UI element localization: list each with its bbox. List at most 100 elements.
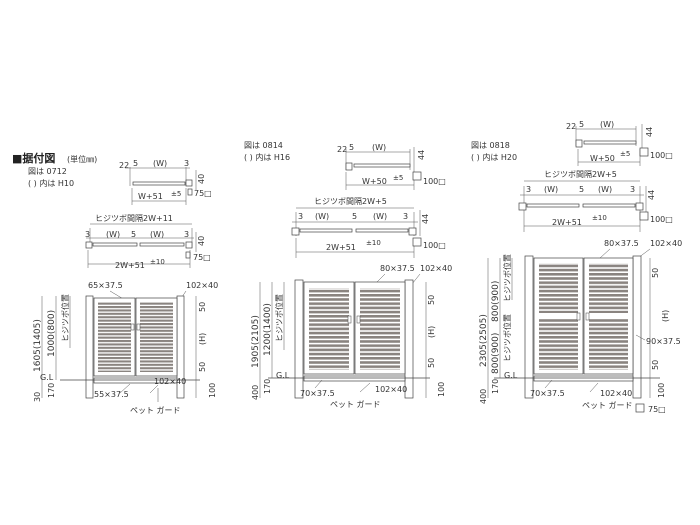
fig3-pb-width: 2W+51 xyxy=(552,218,582,227)
fig2-pt-tol: ±5 xyxy=(393,174,403,182)
fig3-h-hinge2: 800(900) xyxy=(491,333,501,374)
fig3-pb-a: 3 xyxy=(526,185,531,194)
fig2-pitch: ヒジツボ間隔2W+5 xyxy=(314,197,387,206)
fig3-plan-top: 22 5 (W) 44 W+50 ±5 100□ xyxy=(566,120,673,166)
fig1-ref: 図は 0712 xyxy=(28,167,67,176)
fig3-pet-guard: ペット ガード xyxy=(582,400,633,410)
fig2-bot-post: 102×40 xyxy=(375,385,407,394)
fig2-hinge-pos: ヒジツボ位置 xyxy=(274,294,284,342)
fig1-bot-beam: 55×37.5 xyxy=(94,390,129,399)
fig3-d50b: 50 xyxy=(651,360,660,370)
fig3-hinge-pos: ヒジツボ位置 xyxy=(502,254,512,302)
fig2-left-post xyxy=(294,279,304,399)
fig3-pt-b: 5 xyxy=(579,120,584,129)
fig2-pet-guard: ペット ガード xyxy=(330,399,381,409)
fig1-pet-guard: ペット ガード xyxy=(130,405,181,415)
fig3-pt-post: 100□ xyxy=(650,151,673,160)
fig1-bot-post: 102×40 xyxy=(154,377,186,386)
fig1-alt: ( ) 内は H10 xyxy=(28,178,74,188)
fig3-plan-bottom: 3 (W) 5 (W) 3 44 2W+51 ±10 100□ xyxy=(518,180,673,232)
fig2-alt: ( ) 内は H16 xyxy=(244,152,290,162)
fig3-hinge-pos2: ヒジツボ位置 xyxy=(502,314,512,362)
fig2-pt-width: W+50 xyxy=(362,177,387,186)
fig3-d100: 100 xyxy=(657,383,666,398)
fig3-pb-e: 3 xyxy=(630,185,635,194)
fig2-pb-b: (W) xyxy=(315,212,329,221)
fig3-pb-height: 44 xyxy=(647,190,656,200)
fig1-plan-top: 22 5 (W) 3 40 W+51 ±5 75□ xyxy=(119,159,212,205)
fig1-pt-c: (W) xyxy=(153,159,167,168)
fig1-pb-d: (W) xyxy=(150,230,164,239)
fig2-right-post xyxy=(404,279,414,399)
fig3-bot-beam: 70×37.5 xyxy=(530,389,565,398)
fig1-d50a: 50 xyxy=(198,302,207,312)
fig3-pb-d: (W) xyxy=(598,185,612,194)
fig2-bot-beam: 70×37.5 xyxy=(300,389,335,398)
fig1-elevation: 65×37.5 102×40 1605(1405) 1000(800) ヒジツボ… xyxy=(33,281,218,415)
fig1-d170: 170 xyxy=(47,383,56,398)
fig3-pt-height: 44 xyxy=(645,127,654,137)
fig1-pb-e: 3 xyxy=(184,230,189,239)
fig2-pb-d: (W) xyxy=(373,212,387,221)
fig1-d100: 100 xyxy=(208,383,217,398)
fig2-top-post: 102×40 xyxy=(420,264,452,273)
fig2-plan-bottom: 3 (W) 5 (W) 3 44 2W+51 ±10 100□ xyxy=(291,207,446,258)
heading-unit: (単位㎜) xyxy=(67,154,97,164)
fig2-d400: 400 xyxy=(251,385,260,400)
fig2-top-beam: 80×37.5 xyxy=(380,264,415,273)
fig3-alt: ( ) 内は H20 xyxy=(471,152,517,162)
fig3-pb-tol: ±10 xyxy=(592,214,607,222)
fig1-pt-width: W+51 xyxy=(138,192,163,201)
figure-0818: 図は 0818 ( ) 内は H20 22 5 (W) 44 W+50 ±5 1… xyxy=(471,120,682,414)
fig2-pb-width: 2W+51 xyxy=(326,243,356,252)
fig1-h-total: 1605(1405) xyxy=(33,319,43,372)
fig2-pt-post: 100□ xyxy=(423,177,446,186)
fig1-pt-post: 75□ xyxy=(194,189,212,198)
fig1-pb-a: 3 xyxy=(85,230,90,239)
fig1-top-beam: 65×37.5 xyxy=(88,281,123,290)
fig3-pt-width: W+50 xyxy=(590,154,615,163)
fig1-h: (H) xyxy=(198,333,207,345)
fig2-d170: 170 xyxy=(263,379,272,394)
fig3-d400: 400 xyxy=(479,389,488,404)
fig3-pb-b: (W) xyxy=(544,185,558,194)
fig3-h-total: 2305(2505) xyxy=(479,314,489,367)
fig1-pb-width: 2W+51 xyxy=(115,261,145,270)
fig2-d50a: 50 xyxy=(427,295,436,305)
fig3-pb-post: 100□ xyxy=(650,215,673,224)
fig1-pt-tol: ±5 xyxy=(171,190,181,198)
fig1-gl: G.L xyxy=(40,373,54,382)
fig2-pb-height: 44 xyxy=(421,214,430,224)
fig1-pb-height: 40 xyxy=(197,236,206,246)
fig2-h: (H) xyxy=(427,326,436,338)
heading-title: ■据付図 xyxy=(12,151,55,165)
fig3-h-hinge: 800(900) xyxy=(491,281,501,322)
fig2-h-hinge: 1200(1400) xyxy=(263,303,273,356)
fig3-elevation: 80×37.5 102×40 2305(2505) 800(900) 800(9… xyxy=(479,239,682,414)
figure-0712: 図は 0712 ( ) 内は H10 22 5 (W) 3 40 W+51 ±5… xyxy=(28,159,218,415)
fig1-pt-d: 3 xyxy=(184,159,189,168)
fig3-pt-tol: ±5 xyxy=(620,150,630,158)
fig3-d170: 170 xyxy=(491,379,500,394)
fig1-plan-bottom: 3 (W) 5 (W) 3 40 2W+51 ±10 75□ xyxy=(85,223,211,270)
fig2-pt-b: 5 xyxy=(349,143,354,152)
fig1-hinge-pos: ヒジツボ位置 xyxy=(60,294,70,342)
fig2-pb-e: 3 xyxy=(403,212,408,221)
fig1-d50b: 50 xyxy=(198,362,207,372)
fig1-pb-post: 75□ xyxy=(193,253,211,262)
fig2-d50b: 50 xyxy=(427,358,436,368)
fig3-mid: 90×37.5 xyxy=(646,337,681,346)
fig3-right-post xyxy=(632,255,642,399)
fig3-pt-a: 22 xyxy=(566,122,576,131)
fig3-post: 75□ xyxy=(648,405,666,414)
fig3-pb-c: 5 xyxy=(579,185,584,194)
fig1-pb-tol: ±10 xyxy=(150,258,165,266)
fig3-pitch: ヒジツボ間隔2W+5 xyxy=(544,170,617,179)
fig2-plan-top: 22 5 (W) 44 W+50 ±5 100□ xyxy=(337,143,446,190)
figure-0814: 図は 0814 ( ) 内は H16 22 5 (W) 44 W+50 ±5 1… xyxy=(244,141,452,409)
fig3-d50a: 50 xyxy=(651,268,660,278)
fig2-pb-a: 3 xyxy=(298,212,303,221)
fig3-gl: G.L xyxy=(504,371,518,380)
fig3-h: (H) xyxy=(661,310,670,322)
